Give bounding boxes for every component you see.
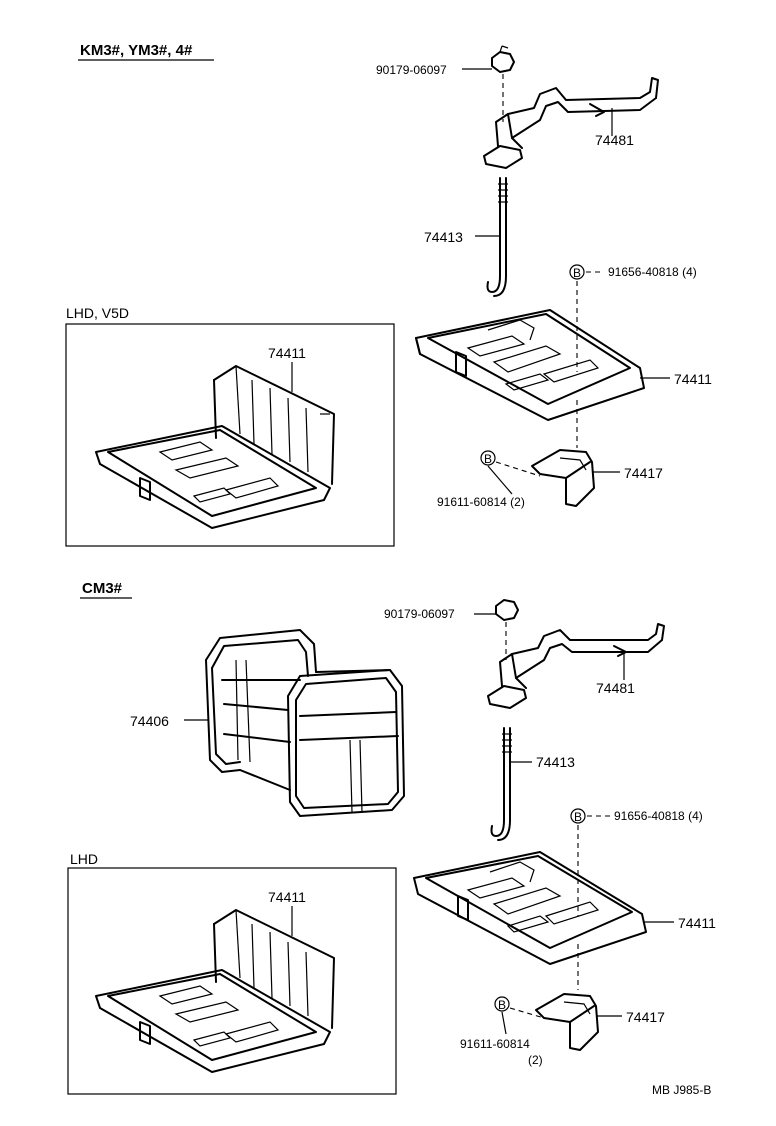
- bracket-bolt-marker: B: [484, 452, 492, 466]
- bracket-part-bottom: [535, 993, 622, 1051]
- tray-variant-part: [95, 362, 335, 529]
- bracket-label-bottom: 74417: [626, 1009, 665, 1025]
- bracket-bolt-marker-circle: [480, 450, 496, 466]
- tray-main-part-bottom: [413, 851, 674, 965]
- tray-main-label-bottom: 74411: [678, 915, 716, 931]
- section-bottom: CM3# 90179-06097 74481: [67, 580, 716, 1095]
- variant-bottom-heading: LHD: [70, 851, 98, 867]
- tray-main-label: 74411: [674, 371, 712, 387]
- variant-bottom-box: [67, 867, 397, 1095]
- tray-variant-part-bottom: [95, 906, 335, 1073]
- nut-part: [462, 45, 515, 73]
- section-top-heading: KM3#, YM3#, 4#: [80, 42, 193, 59]
- section-top: KM3#, YM3#, 4# 90179-06097 74481: [65, 42, 712, 547]
- clamp-label-bottom: 74481: [596, 680, 635, 696]
- bracket-part: [531, 449, 620, 507]
- carrier-label: 74406: [130, 713, 169, 729]
- bolt-marker-circle-bottom: [570, 808, 586, 824]
- clamp-part: [483, 77, 659, 169]
- bolt-marker-circle: [569, 264, 585, 280]
- bracket-label: 74417: [624, 465, 663, 481]
- rod-label: 74413: [424, 229, 463, 245]
- nut-label-bottom: 90179-06097: [384, 607, 455, 621]
- tray-variant-label: 74411: [268, 345, 306, 361]
- rod-label-bottom: 74413: [536, 754, 575, 770]
- bracket-bolt-marker-circle-bottom: [494, 996, 510, 1012]
- bracket-bolt-marker-bottom: B: [498, 998, 506, 1012]
- nut-part-bottom: [474, 599, 519, 621]
- bolt-marker-bottom: B: [574, 810, 582, 824]
- clamp-part-bottom: [487, 623, 665, 709]
- bolt-label: 91656-40818 (4): [608, 265, 697, 279]
- rod-part-bottom: [490, 727, 532, 841]
- rod-part: [475, 177, 508, 297]
- bolt-marker: B: [573, 266, 581, 280]
- bracket-bolt-label-bottom: 91611-60814: [460, 1037, 530, 1051]
- carrier-part: [184, 629, 405, 817]
- tray-variant-label-bottom: 74411: [268, 889, 306, 905]
- variant-top-heading: LHD, V5D: [66, 305, 129, 321]
- nut-label: 90179-06097: [376, 63, 447, 77]
- section-bottom-heading: CM3#: [82, 580, 123, 597]
- variant-top-box: [65, 323, 395, 547]
- tray-main-part: [415, 309, 670, 421]
- footer-code: MB J985-B: [652, 1083, 711, 1097]
- clamp-label: 74481: [595, 132, 634, 148]
- bolt-label-bottom: 91656-40818 (4): [614, 809, 703, 823]
- bracket-bolt-label: 91611-60814 (2): [437, 495, 525, 509]
- bracket-bolt-qty-bottom: (2): [528, 1053, 543, 1067]
